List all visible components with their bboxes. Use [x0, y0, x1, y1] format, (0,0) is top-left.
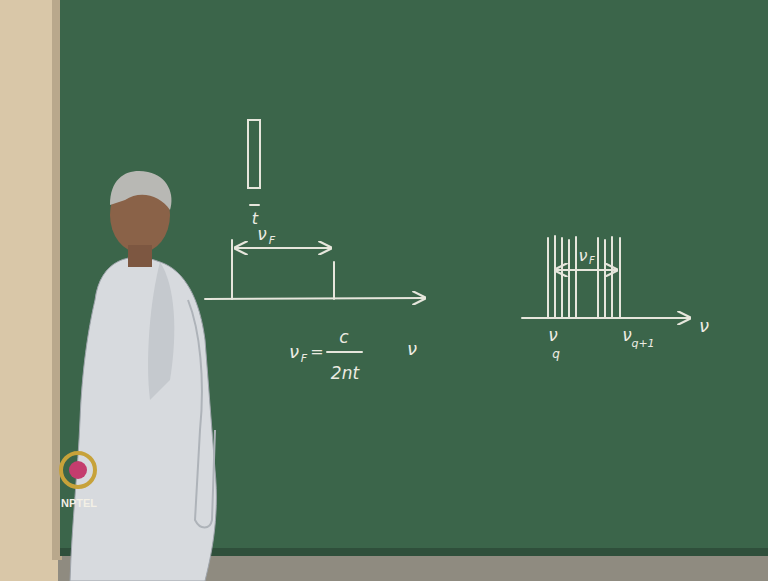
wall-edge	[0, 0, 58, 581]
fraction-denominator: 2nt	[331, 365, 359, 382]
bracket-label: ν	[579, 248, 588, 264]
axis-label: ν	[699, 317, 709, 335]
subscript: q+1	[631, 338, 654, 349]
logo-text: NPTEL	[61, 498, 97, 509]
subscript: F	[589, 256, 595, 266]
equation-symbol: ν	[289, 343, 299, 361]
axis-label: ν	[407, 340, 417, 358]
equation-sign: =	[310, 344, 323, 360]
mode-label: ν	[548, 327, 558, 344]
chalk-drawing	[205, 120, 690, 352]
subscript: q	[552, 348, 560, 360]
subscript: F	[269, 235, 275, 246]
subscript: F	[301, 353, 307, 364]
bracket-label: ν	[257, 226, 267, 243]
thickness-label: t	[252, 211, 258, 227]
mode-label: ν	[622, 327, 632, 344]
nptel-logo	[61, 453, 95, 487]
lecturer	[70, 171, 216, 581]
fraction-numerator: c	[339, 329, 348, 346]
